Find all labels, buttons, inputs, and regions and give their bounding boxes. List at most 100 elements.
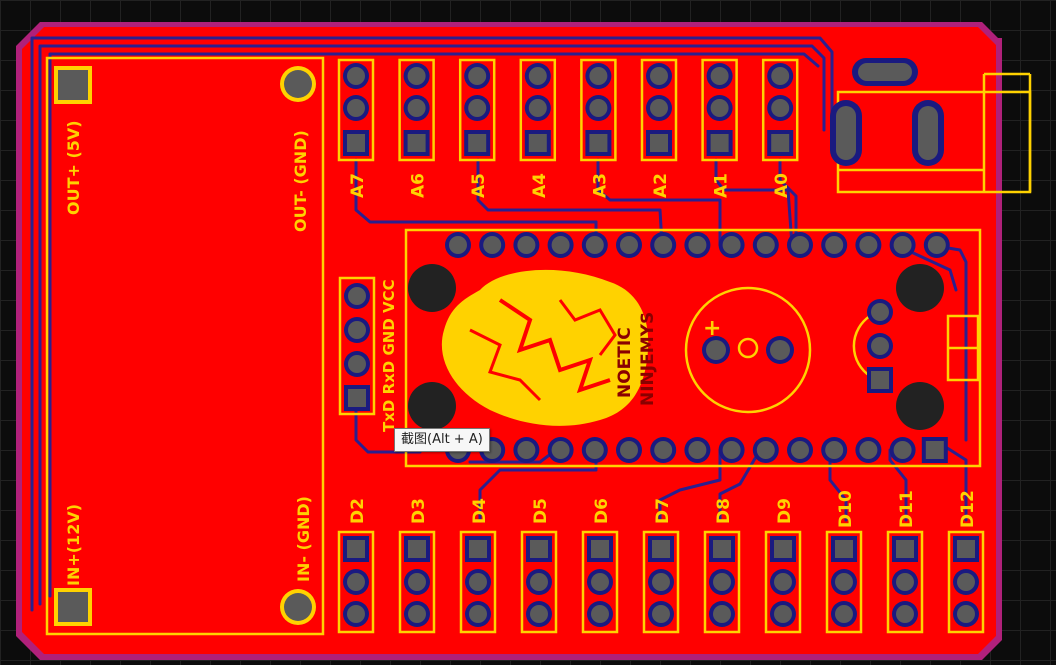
header-a6-pin-3[interactable] [403, 130, 430, 156]
header-d6-pin-2[interactable] [587, 569, 613, 595]
nano-pin-top-15[interactable] [923, 232, 950, 258]
header-a0-pin-3[interactable] [767, 130, 794, 156]
buzzer-pad-right[interactable] [766, 336, 794, 364]
nano-pin-top-13[interactable] [855, 232, 882, 258]
power-pad-out-minus[interactable] [280, 66, 316, 102]
header-d10-pin-1[interactable] [831, 536, 857, 562]
header-d3-pin-2[interactable] [404, 569, 430, 595]
header-d3-pin-1[interactable] [404, 536, 430, 562]
header-d10-pin-2[interactable] [831, 569, 857, 595]
header-a2-pin-3[interactable] [646, 130, 672, 156]
header-d8-outline [703, 530, 741, 634]
header-d6-pin-3[interactable] [587, 601, 613, 627]
header-a7-pin-3[interactable] [343, 130, 369, 156]
header-a6-pin-1[interactable] [403, 63, 430, 89]
power-pad-in-minus[interactable] [280, 589, 316, 625]
nano-pin-bottom-5[interactable] [581, 437, 608, 463]
header-a7-pin-2[interactable] [343, 95, 369, 121]
buzzer-pad-left[interactable] [702, 336, 730, 364]
nano-pin-bottom-11[interactable] [787, 437, 813, 463]
nano-pin-top-3[interactable] [513, 232, 540, 258]
header-d2-pin-1[interactable] [343, 536, 369, 562]
header-a1-pin-1[interactable] [706, 63, 733, 89]
header-a3-pin-1[interactable] [585, 63, 612, 89]
nano-pin-top-4[interactable] [547, 232, 574, 258]
serial-pin-vcc[interactable] [344, 283, 370, 309]
logo-text-line1: NOETIC [615, 327, 635, 398]
header-a1-pin-3[interactable] [706, 130, 733, 156]
nano-pin-bottom-12[interactable] [821, 437, 848, 463]
header-d8-pin-1[interactable] [709, 536, 735, 562]
header-d7-pin-2[interactable] [648, 569, 674, 595]
nano-pin-bottom-9[interactable] [718, 437, 745, 463]
header-d6-pin-1[interactable] [587, 536, 613, 562]
header-d3-pin-3[interactable] [404, 601, 430, 627]
nano-pin-bottom-4[interactable] [547, 437, 574, 463]
header-a6-pin-2[interactable] [403, 95, 430, 121]
header-d12-pin-2[interactable] [953, 569, 979, 595]
header-d9-pin-2[interactable] [770, 569, 796, 595]
header-d5-pin-2[interactable] [526, 569, 552, 595]
nano-pin-bottom-13[interactable] [855, 437, 882, 463]
header-d7-pin-1[interactable] [648, 536, 674, 562]
nano-pin-top-9[interactable] [718, 232, 745, 258]
header-d9-pin-1[interactable] [770, 536, 796, 562]
header-a7-pin-1[interactable] [343, 63, 369, 89]
nano-pin-top-1[interactable] [445, 232, 471, 258]
nano-pin-top-8[interactable] [684, 232, 711, 258]
nano-pin-bottom-3[interactable] [513, 437, 540, 463]
label-a6: A6 [409, 173, 429, 198]
nano-pin-top-11[interactable] [787, 232, 813, 258]
header-a4-pin-1[interactable] [524, 63, 551, 89]
header-a5-pin-3[interactable] [464, 130, 491, 156]
header-d5-pin-3[interactable] [526, 601, 552, 627]
serial-pin-gnd[interactable] [344, 317, 370, 343]
header-d12-pin-1[interactable] [953, 536, 979, 562]
header-a1-outline [701, 58, 738, 162]
nano-pin-bottom-15[interactable] [921, 437, 948, 463]
nano-pin-top-6[interactable] [616, 232, 642, 258]
header-d11-pin-1[interactable] [892, 536, 918, 562]
header-d11-pin-2[interactable] [892, 569, 918, 595]
header-d9-pin-3[interactable] [770, 601, 796, 627]
header-d11-pin-3[interactable] [892, 601, 918, 627]
nano-pin-bottom-10[interactable] [752, 437, 779, 463]
nano-pin-top-10[interactable] [752, 232, 779, 258]
nano-pin-top-7[interactable] [650, 232, 677, 258]
nano-pin-top-2[interactable] [479, 232, 506, 258]
header-a4-pin-2[interactable] [524, 95, 551, 121]
header-d7-pin-3[interactable] [648, 601, 674, 627]
header-a2-pin-2[interactable] [646, 95, 672, 121]
header-d2-pin-2[interactable] [343, 569, 369, 595]
header-d10-pin-3[interactable] [831, 601, 857, 627]
header-a0-pin-1[interactable] [767, 63, 794, 89]
serial-pin-rxd[interactable] [344, 351, 370, 377]
power-pad-in-plus[interactable] [54, 588, 92, 626]
header-d2-pin-3[interactable] [343, 601, 369, 627]
header-a5-pin-2[interactable] [464, 95, 491, 121]
header-a0-pin-2[interactable] [767, 95, 794, 121]
header-d4-pin-1[interactable] [465, 536, 491, 562]
header-a1-pin-2[interactable] [706, 95, 733, 121]
serial-pin-txd[interactable] [344, 385, 370, 411]
header-d5-pin-1[interactable] [526, 536, 552, 562]
nano-pin-bottom-14[interactable] [889, 437, 916, 463]
header-a3-pin-3[interactable] [585, 130, 612, 156]
nano-pin-top-5[interactable] [581, 232, 608, 258]
nano-pin-top-14[interactable] [889, 232, 916, 258]
header-d12-pin-3[interactable] [953, 601, 979, 627]
header-d8-pin-3[interactable] [709, 601, 735, 627]
header-d4-pin-3[interactable] [465, 601, 491, 627]
nano-pin-top-12[interactable] [821, 232, 848, 258]
nano-pin-bottom-7[interactable] [650, 437, 677, 463]
header-a2-pin-1[interactable] [646, 63, 672, 89]
header-a4-pin-3[interactable] [524, 130, 551, 156]
header-d4-pin-2[interactable] [465, 569, 491, 595]
nano-pin-bottom-8[interactable] [684, 437, 711, 463]
header-a3-pin-2[interactable] [585, 95, 612, 121]
power-pad-out-plus[interactable] [54, 66, 92, 104]
nano-pin-bottom-6[interactable] [616, 437, 642, 463]
header-a5-pin-1[interactable] [464, 63, 491, 89]
header-d8-pin-2[interactable] [709, 569, 735, 595]
